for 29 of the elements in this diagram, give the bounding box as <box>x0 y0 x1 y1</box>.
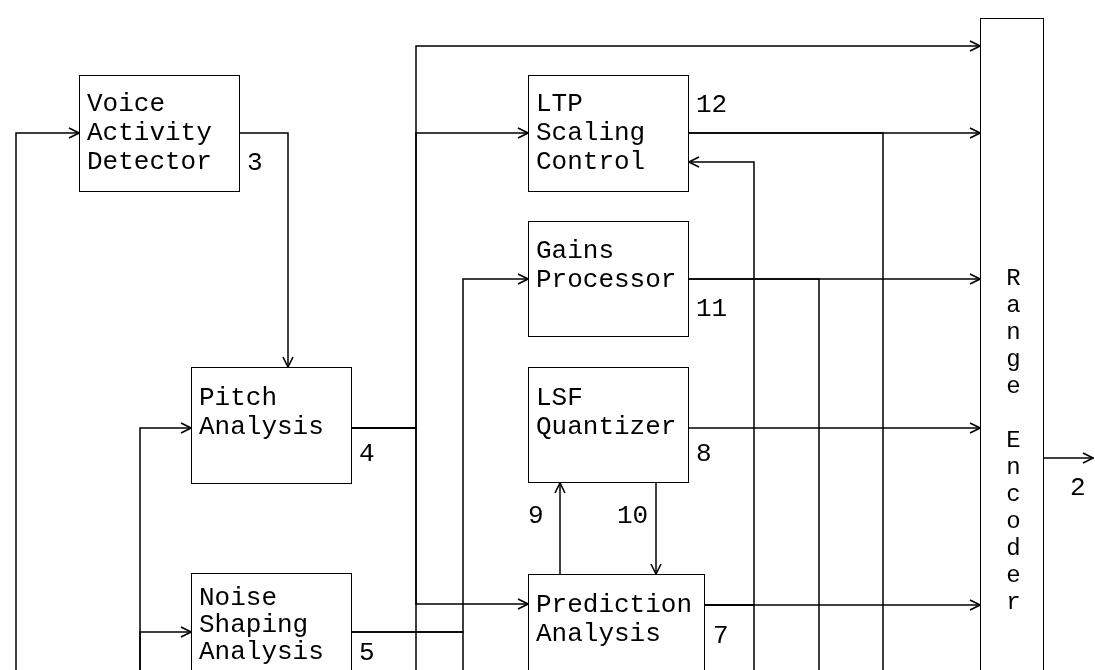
block-label: Voice Activity Detector <box>87 90 213 177</box>
connector-line <box>704 604 755 670</box>
connector-arrow <box>239 132 294 368</box>
block-label: Noise Shaping Analysis <box>199 585 325 666</box>
connector-arrow <box>1043 452 1094 464</box>
block-label: Pitch Analysis <box>199 384 325 442</box>
block-number: 4 <box>359 440 375 469</box>
block-label: LTP Scaling Control <box>536 90 647 177</box>
block-number: 11 <box>696 295 728 324</box>
block-label: LSF Quantizer <box>536 384 678 442</box>
block-label: Prediction Analysis <box>536 591 694 649</box>
connector-arrow <box>688 422 981 434</box>
block-label: Gains Processor <box>536 237 678 295</box>
block-label: Range Encoder <box>1000 265 1026 616</box>
block-number: 12 <box>696 91 728 120</box>
connector-arrow <box>15 127 80 670</box>
connector-arrow <box>688 156 755 606</box>
block-number: 7 <box>713 622 729 651</box>
block-number: 5 <box>359 639 375 668</box>
connector-arrow <box>139 626 192 670</box>
encoder-column-box <box>980 18 1044 670</box>
connector-line <box>351 631 464 670</box>
connector-arrow <box>554 482 566 575</box>
connector-arrow <box>650 482 662 575</box>
block-number: 3 <box>247 149 263 178</box>
connector-line <box>688 278 820 670</box>
connector-line <box>351 427 417 670</box>
connector-line <box>688 132 884 670</box>
block-number: 8 <box>696 440 712 469</box>
